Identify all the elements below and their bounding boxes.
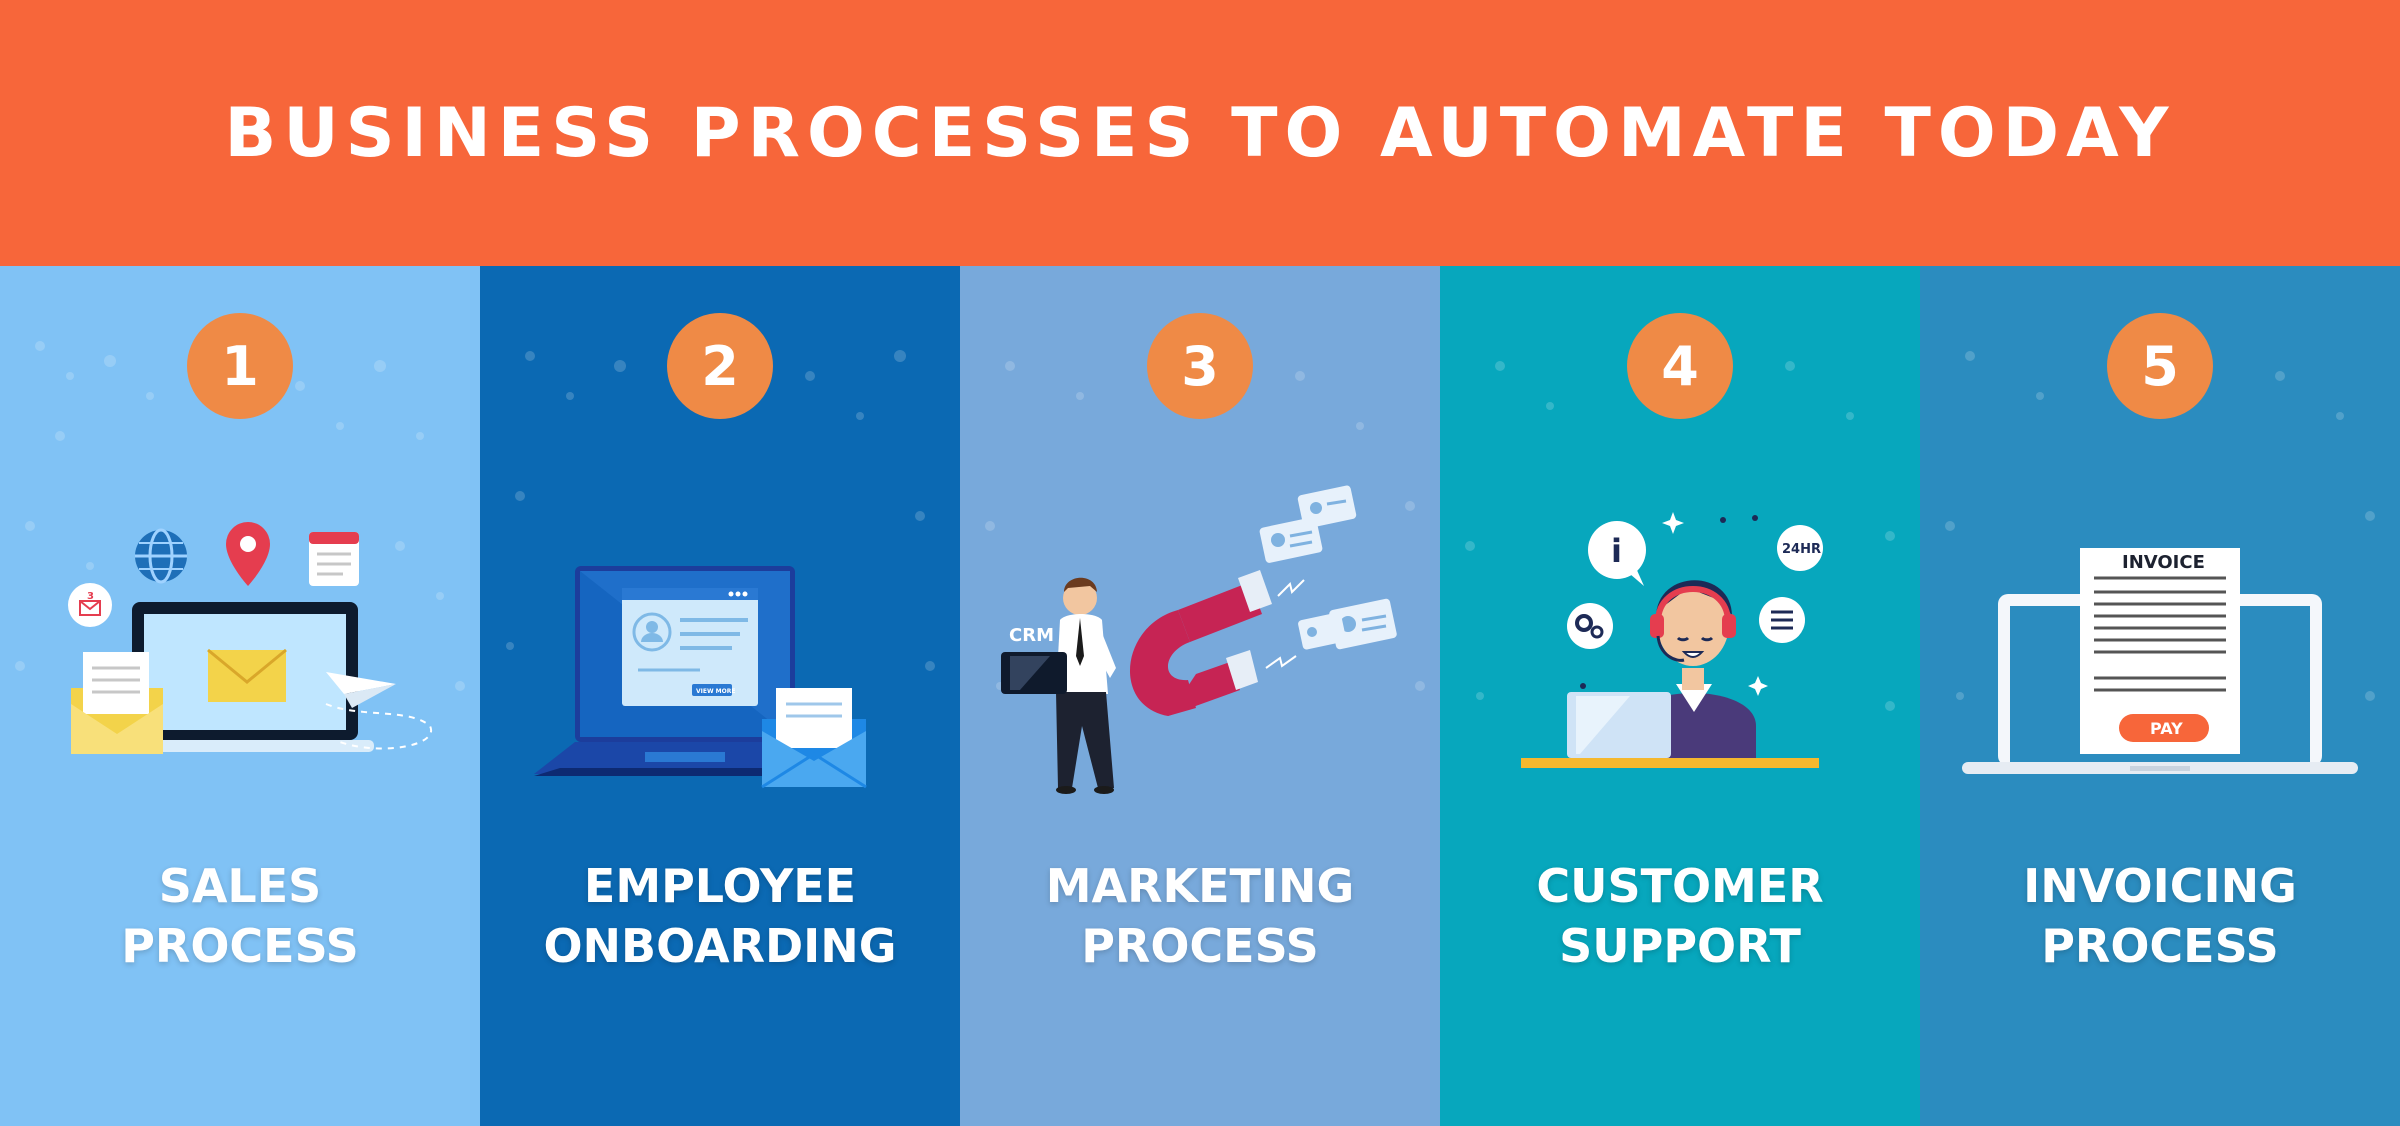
view-more-button-label: VIEW MORE [696,688,735,695]
page-title: BUSINESS PROCESSES TO AUTOMATE TODAY [224,93,2176,173]
process-card-sales: 1 [0,266,480,1126]
mail-notification-icon: 3 [68,583,112,627]
info-glyph: i [1611,532,1622,570]
process-card-customer-support: 4 i 24HR [1440,266,1920,1126]
process-title-line2: SUPPORT [1559,919,1801,973]
invoice-title: INVOICE [2122,552,2205,573]
process-title: MARKETING PROCESS [960,856,1440,976]
process-title-line2: PROCESS [121,919,359,973]
menu-bubble-icon [1759,597,1805,643]
globe-icon [135,528,187,584]
speckle-texture [506,350,935,671]
invoice-laptop-icon: INVOICE PAY [1962,548,2358,774]
process-title-line2: PROCESS [2041,919,2279,973]
header-banner: BUSINESS PROCESSES TO AUTOMATE TODAY [0,0,2400,266]
process-title-line1: EMPLOYEE [583,859,857,913]
process-title-line1: MARKETING [1045,859,1355,913]
pay-label: PAY [2150,719,2183,738]
speckle-texture [1465,361,1895,711]
profile-card-icon [1297,485,1357,529]
pay-button [2119,714,2209,742]
hours-label: 24HR [1782,542,1821,557]
profile-card-icon [1329,598,1397,650]
process-title-line2: PROCESS [1081,919,1319,973]
profile-card-icon [1298,612,1346,650]
process-title-line2: ONBOARDING [543,919,897,973]
process-card-employee-onboarding: 2 VIEW MORE [480,266,960,1126]
process-title: SALES PROCESS [0,856,480,976]
process-title: EMPLOYEE ONBOARDING [480,856,960,976]
crm-magnet-icon: CRM [1001,485,1397,794]
step-number-badge: 3 [1147,313,1253,419]
profile-card-icon [1259,517,1323,563]
process-title-line1: SALES [158,859,322,913]
step-number-badge: 4 [1627,313,1733,419]
24hr-bubble-icon: 24HR [1777,525,1823,571]
process-title: INVOICING PROCESS [1920,856,2400,976]
speckle-texture [15,341,465,691]
speckle-texture [1945,351,2375,701]
map-pin-icon [226,522,270,586]
crm-label: CRM [1009,625,1054,646]
process-card-invoicing: 5 INVOICE PAY INVOICING PROCESS [1920,266,2400,1126]
step-number-badge: 5 [2107,313,2213,419]
laptop-email-icon: 3 [68,522,433,754]
info-bubble-icon: i [1588,521,1646,586]
notification-count: 3 [87,591,94,602]
process-title-line1: INVOICING [2023,859,2297,913]
laptop-profile-icon: VIEW MORE [534,566,867,789]
process-title-line1: CUSTOMER [1536,859,1824,913]
step-number-badge: 2 [667,313,773,419]
gear-bubble-icon [1567,603,1613,649]
step-number-badge: 1 [187,313,293,419]
process-columns: 1 [0,266,2400,1126]
process-card-marketing: 3 [960,266,1440,1126]
support-agent-icon: i 24HR [1521,512,1823,768]
process-title: CUSTOMER SUPPORT [1440,856,1920,976]
calendar-icon [309,532,359,586]
